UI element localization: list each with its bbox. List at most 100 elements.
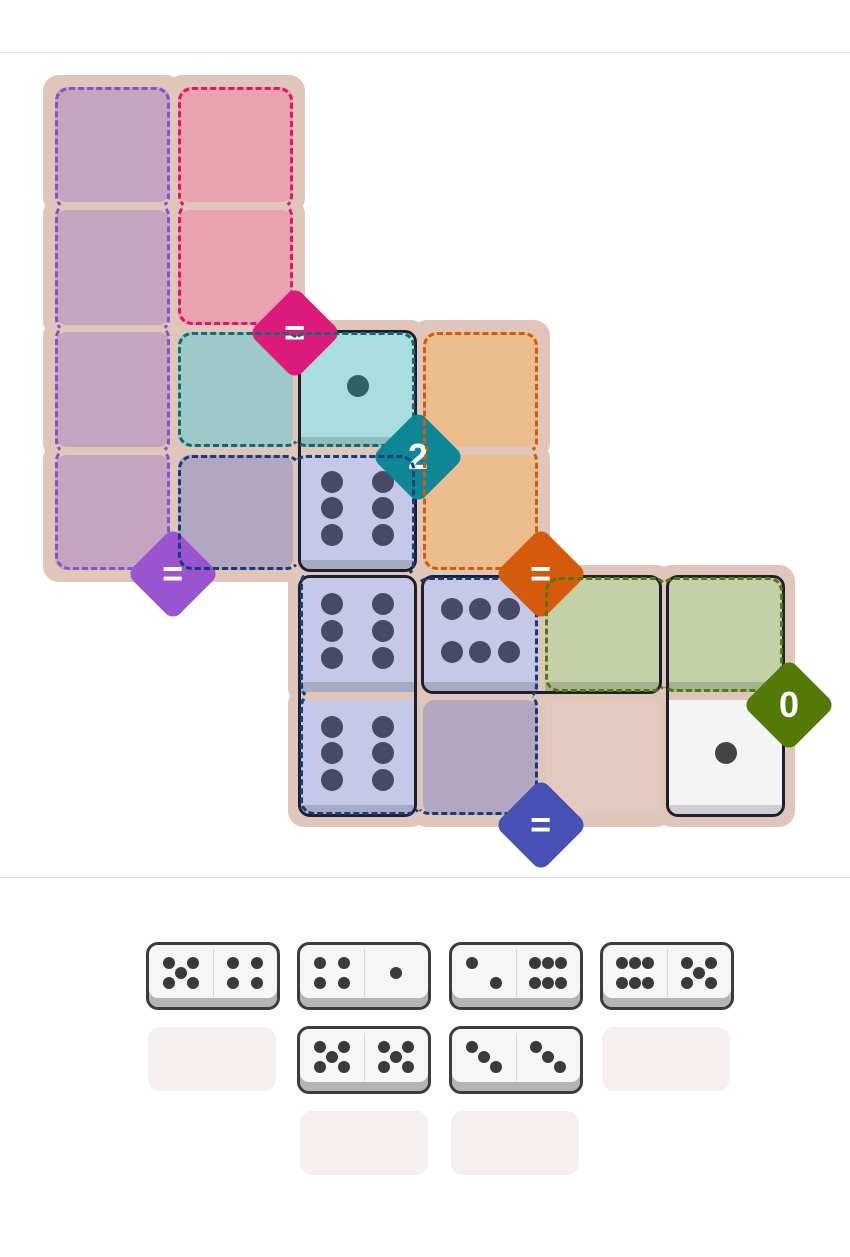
pip [469, 598, 492, 621]
pip [542, 977, 554, 990]
pip [163, 956, 176, 969]
pip [321, 470, 344, 493]
pip [321, 769, 344, 792]
pip [704, 977, 717, 990]
pip [250, 956, 263, 969]
placed-domino[interactable] [420, 575, 663, 695]
pip [326, 1051, 338, 1063]
board-cell[interactable] [55, 209, 170, 325]
pip [553, 1061, 566, 1074]
pip [498, 598, 521, 621]
pip [371, 769, 394, 792]
board-cell[interactable] [55, 87, 170, 202]
pip [616, 956, 628, 969]
empty-tray-slot [148, 1027, 276, 1091]
pip [714, 742, 737, 765]
pip [337, 956, 350, 969]
tray-domino[interactable] [146, 942, 280, 1010]
domino-half [301, 454, 415, 569]
pip [371, 619, 394, 642]
pip [371, 742, 394, 765]
pip [440, 598, 463, 621]
board-cell[interactable] [422, 332, 538, 448]
pip [530, 1040, 543, 1053]
empty-tray-slot [300, 1111, 428, 1175]
pip [321, 593, 344, 616]
pip [642, 977, 654, 990]
pip [250, 977, 263, 990]
board-cell[interactable] [422, 700, 538, 815]
pip [321, 524, 344, 547]
pip [314, 1040, 327, 1053]
pip [704, 956, 717, 969]
pip [321, 619, 344, 642]
pip [186, 956, 199, 969]
pip [390, 1051, 402, 1063]
pip [401, 1040, 414, 1053]
empty-tray-slot [451, 1111, 579, 1175]
placed-domino[interactable] [298, 330, 418, 572]
pip [371, 593, 394, 616]
pip [466, 956, 479, 969]
pip [337, 1061, 350, 1074]
domino-divider [364, 1033, 365, 1081]
pip [371, 524, 394, 547]
pip [555, 977, 567, 990]
pip [321, 742, 344, 765]
pip [227, 977, 240, 990]
domino-divider [667, 949, 668, 997]
pip [337, 977, 350, 990]
top-divider [0, 52, 850, 53]
pip [555, 956, 567, 969]
pip [489, 1061, 502, 1074]
tray-domino[interactable] [449, 942, 583, 1010]
board-cell[interactable] [55, 332, 170, 448]
pip [629, 956, 641, 969]
pip [371, 715, 394, 738]
tray-domino[interactable] [297, 942, 431, 1010]
domino-divider [516, 949, 517, 997]
pip [489, 977, 502, 990]
pip [337, 1040, 350, 1053]
pip [693, 967, 705, 979]
pip [681, 956, 694, 969]
pip [616, 977, 628, 990]
pip [321, 646, 344, 669]
board-cell[interactable] [177, 209, 293, 325]
pip [346, 374, 369, 397]
domino-half [669, 578, 782, 693]
pip [227, 956, 240, 969]
pip [466, 1040, 479, 1053]
board-cell[interactable] [545, 700, 661, 815]
pip [542, 956, 554, 969]
pip [314, 956, 327, 969]
domino-half [301, 578, 415, 693]
pip [498, 641, 521, 664]
pip [378, 1040, 391, 1053]
pip [629, 977, 641, 990]
pip [371, 470, 394, 493]
pip [378, 1061, 391, 1074]
pip [642, 956, 654, 969]
pip [371, 497, 394, 520]
pip [681, 977, 694, 990]
pip [186, 977, 199, 990]
domino-divider [364, 949, 365, 997]
pip [529, 956, 541, 969]
tray-domino[interactable] [600, 942, 734, 1010]
placed-domino[interactable] [298, 575, 418, 817]
pip [175, 967, 187, 979]
pip [401, 1061, 414, 1074]
tray-domino[interactable] [297, 1026, 431, 1094]
pip [529, 977, 541, 990]
pip [469, 641, 492, 664]
pip [390, 967, 402, 979]
board-cell[interactable] [177, 87, 293, 202]
empty-tray-slot [602, 1027, 730, 1091]
tray-domino[interactable] [449, 1026, 583, 1094]
pip [314, 977, 327, 990]
pip [440, 641, 463, 664]
pip [314, 1061, 327, 1074]
